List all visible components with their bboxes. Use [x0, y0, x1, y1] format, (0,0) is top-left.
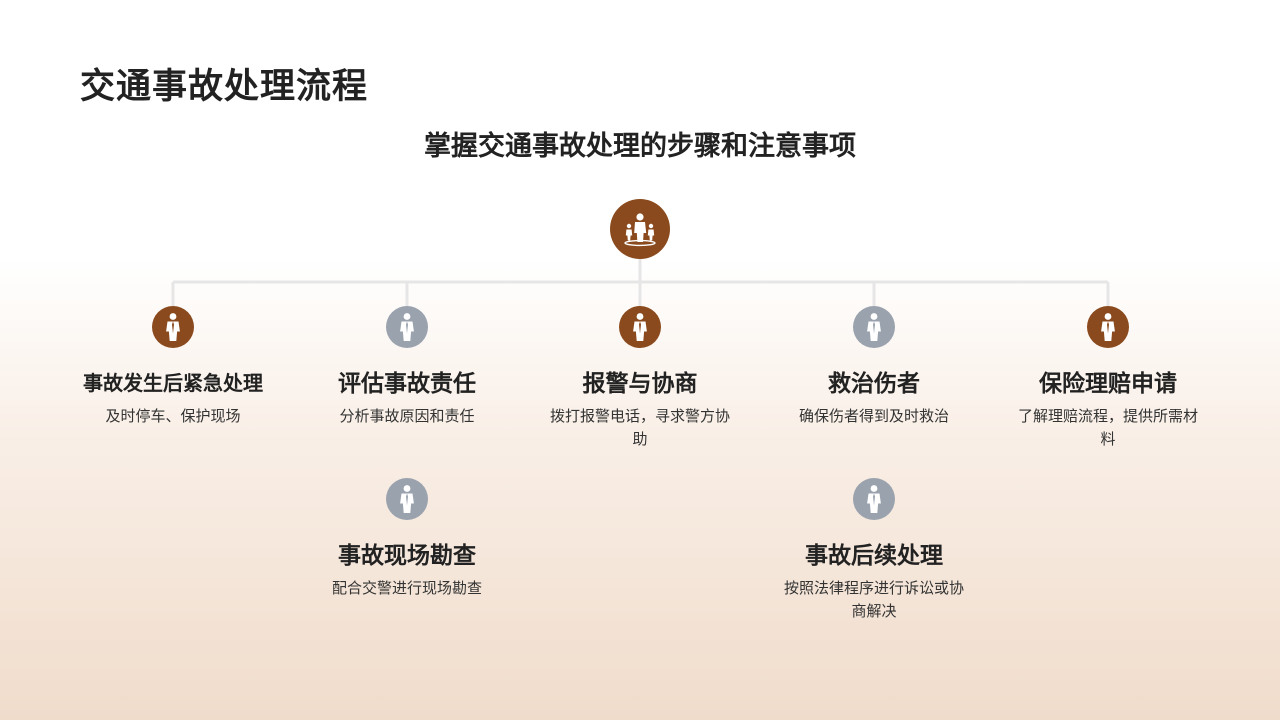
- page-title: 交通事故处理流程: [80, 67, 369, 107]
- person-icon: [166, 313, 180, 341]
- step-icon-circle: [853, 306, 895, 348]
- step-icon-circle: [386, 306, 428, 348]
- team-people-icon: [624, 213, 656, 247]
- step-title: 保险理赔申请: [1039, 371, 1177, 397]
- person-icon: [867, 313, 881, 341]
- person-icon: [400, 313, 414, 341]
- step-icon-circle: [1087, 306, 1129, 348]
- step-description: 及时停车、保护现场: [105, 407, 241, 425]
- step-description: 确保伤者得到及时救治: [798, 407, 949, 425]
- step-title: 事故后续处理: [805, 543, 943, 569]
- step-icon-circle: [853, 478, 895, 520]
- step-description: 了解理赔流程，提供所需材料: [1018, 407, 1199, 448]
- person-icon: [633, 313, 647, 341]
- step-icon-circle: [619, 306, 661, 348]
- person-icon: [400, 485, 414, 513]
- step-title: 报警与协商: [582, 371, 698, 397]
- person-icon: [1101, 313, 1115, 341]
- step-title: 事故发生后紧急处理: [83, 371, 263, 395]
- step-description: 按照法律程序进行诉讼或协商解决: [784, 579, 965, 620]
- person-icon: [867, 485, 881, 513]
- step-description: 分析事故原因和责任: [339, 407, 475, 425]
- step-description: 配合交警进行现场勘查: [331, 579, 482, 597]
- step-title: 评估事故责任: [338, 371, 476, 397]
- step-icon-circle: [152, 306, 194, 348]
- step-title: 救治伤者: [828, 371, 920, 397]
- step-title: 事故现场勘查: [338, 543, 476, 569]
- step-description: 拨打报警电话，寻求警方协助: [550, 407, 731, 448]
- root-team-icon: [610, 199, 670, 259]
- step-icon-circle: [386, 478, 428, 520]
- page-subtitle: 掌握交通事故处理的步骤和注意事项: [424, 131, 856, 162]
